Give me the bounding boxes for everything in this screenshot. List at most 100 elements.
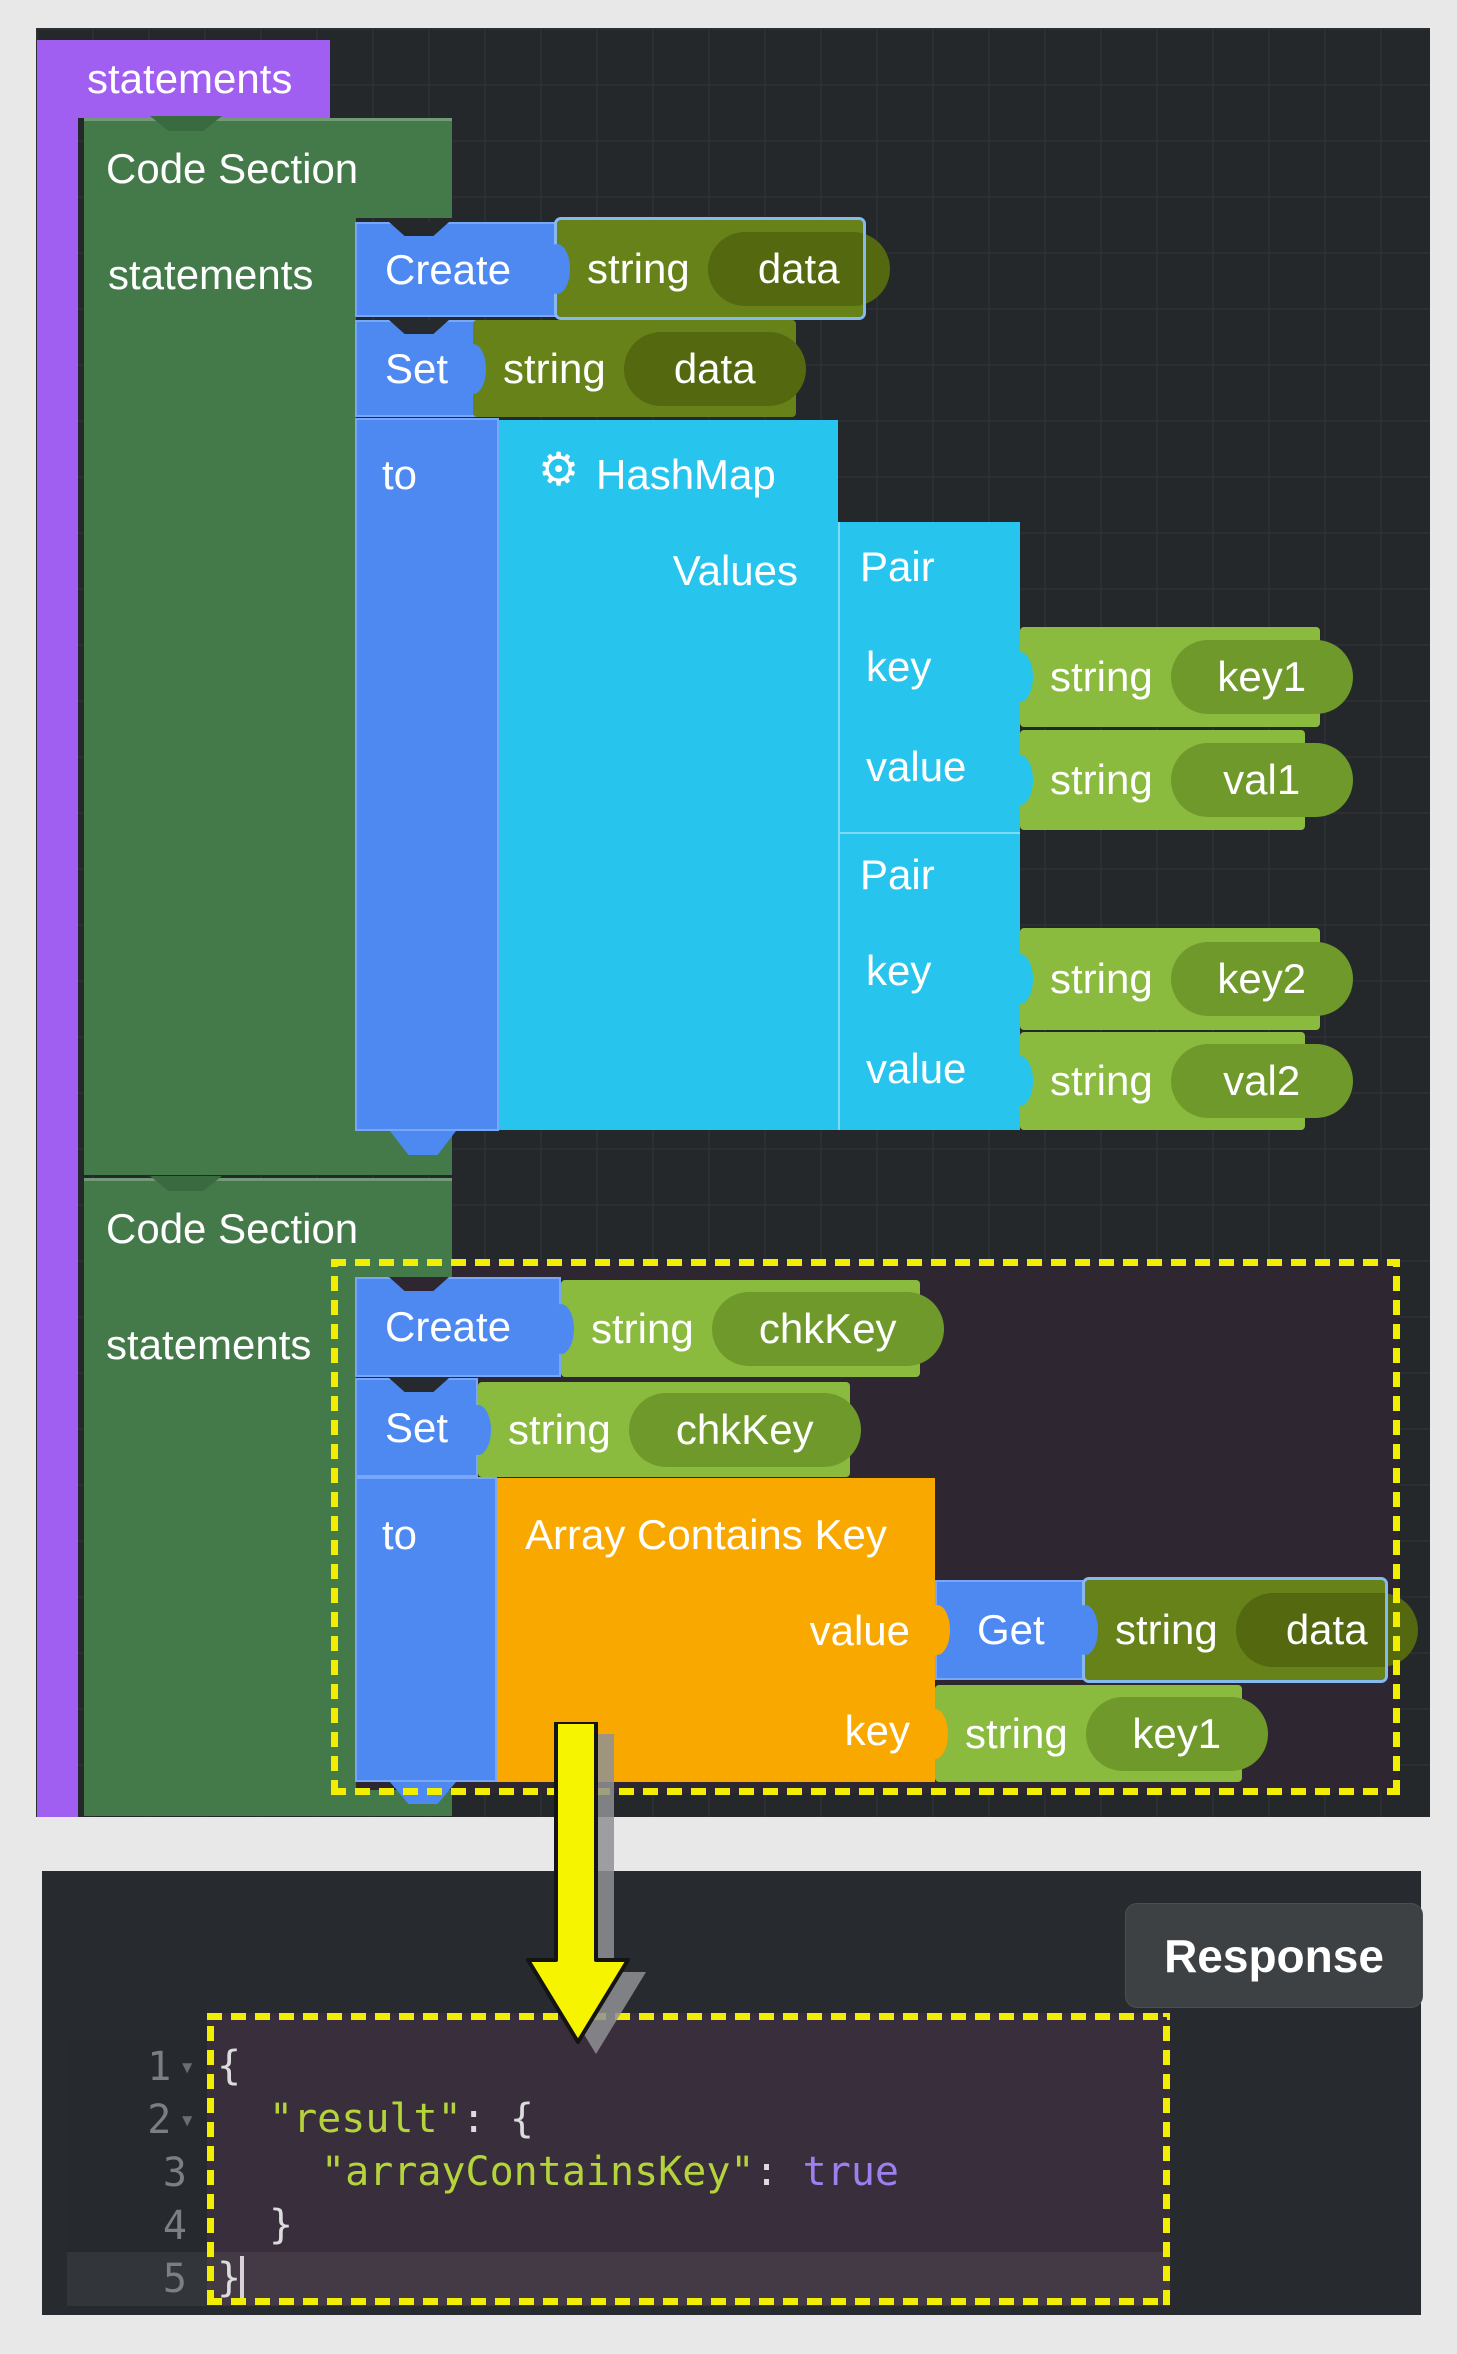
pair-label: Pair [860,543,935,590]
values-label: Values [672,547,798,594]
code-section-1-statements-label: statements [108,251,314,298]
hashmap-block[interactable] [499,420,838,1130]
variable-name-field[interactable]: chkKey [628,1392,861,1467]
input-socket [465,1404,491,1455]
code-section-2-header[interactable] [84,1178,452,1277]
highlight-dashed-border [1393,1259,1400,1795]
code-line: "arrayContainsKey": true [217,2146,899,2199]
code-line: "result": { [217,2093,534,2146]
statement-notch [389,1378,449,1392]
variable-name-field[interactable]: chkKey [711,1291,944,1366]
value-field[interactable]: val2 [1170,1044,1353,1118]
root-statements-label: statements [87,55,293,102]
value-label: value [866,1045,967,1092]
response-tab-label: Response [1164,1929,1384,1982]
value-label: value [866,743,967,790]
highlight-dashed-border [1163,2013,1170,2305]
input-socket [460,343,486,394]
statement-notch [150,116,222,131]
highlight-dashed-border [331,1259,1400,1266]
value-field[interactable]: val1 [1170,743,1353,817]
code-section-2-body[interactable] [84,1277,356,1790]
statement-notch [389,222,449,236]
code-section-2-title: Code Section [106,1205,359,1252]
line-number: 4 [162,2202,187,2249]
type-label: string [587,244,690,292]
set-block-2[interactable]: Set [355,1378,478,1477]
code-section-1-footer[interactable] [84,1131,452,1175]
string-value-block[interactable]: string key1 [922,1685,1268,1782]
type-label: string [508,1405,611,1453]
statement-notch [150,1176,222,1191]
response-tab-button[interactable]: Response [1125,1903,1423,2008]
value-field[interactable]: key2 [1170,942,1353,1016]
string-value-block[interactable]: string val1 [1007,730,1353,830]
array-contains-key-label: Array Contains Key [525,1511,887,1558]
flow-arrow [526,1722,646,2054]
variable-name-field[interactable]: data [1235,1593,1418,1667]
json-punct: } [269,2202,294,2248]
pair-block-1[interactable] [838,522,1020,832]
statement-notch [389,320,449,334]
type-label: string [591,1304,694,1352]
root-statements-block[interactable]: statements [37,40,330,118]
string-variable-block[interactable]: string chkKey [465,1382,861,1477]
json-punct: { [217,2043,242,2089]
value-field[interactable]: key1 [1170,640,1353,714]
string-value-block[interactable]: string key1 [1007,627,1353,727]
gutter-row: 5 [67,2252,207,2305]
string-variable-block[interactable]: string data [544,217,890,320]
highlight-dashed-border [207,2013,1170,2020]
input-socket [1072,1605,1098,1655]
type-label: string [1050,756,1153,803]
variable-name-field[interactable]: data [707,231,890,306]
flow-arrow-body [526,1722,630,2044]
json-bool: true [802,2149,899,2195]
highlight-dashed-border [207,2298,1170,2305]
pair-block-2[interactable] [838,832,1020,1130]
string-value-block[interactable]: string key2 [1007,928,1353,1030]
json-punct: } [217,2255,242,2301]
gutter-row: 4 [67,2199,207,2252]
collapse-arrow-icon[interactable]: ▾ [179,2051,195,2082]
variable-name-field[interactable]: data [623,331,806,406]
input-socket [544,243,570,294]
to-label: to [382,451,418,498]
string-variable-block[interactable]: string data [1072,1577,1418,1683]
to-label: to [382,1511,418,1558]
code-section-1-title: Code Section [106,145,359,192]
line-number: 5 [162,2255,187,2302]
highlight-dashed-border [207,2013,214,2305]
key-label: key [866,947,932,994]
string-value-block[interactable]: string val2 [1007,1032,1353,1130]
hashmap-label: HashMap [596,451,776,498]
json-editor[interactable] [207,2013,1170,2305]
collapse-arrow-icon[interactable]: ▾ [179,2104,195,2135]
highlight-dashed-border [331,1788,1400,1795]
input-socket [922,1708,948,1759]
pair-label: Pair [860,851,935,898]
type-label: string [1050,653,1153,700]
code-line: } [217,2252,241,2305]
to-input-column-2[interactable] [355,1477,497,1782]
create-block-2[interactable]: Create [355,1277,561,1377]
string-variable-block[interactable]: string chkKey [548,1280,944,1377]
input-socket [924,1605,950,1655]
code-section-1-body[interactable] [84,218,356,1131]
set-label: Set [385,1403,449,1451]
key-label: key [844,1707,910,1754]
editor-gutter [67,2040,207,2313]
root-statements-column[interactable] [37,40,78,1817]
gutter-row: 2 ▾ [67,2093,207,2146]
type-label: string [1115,1606,1218,1653]
type-label: string [965,1709,1068,1757]
code-section-1-header[interactable] [84,118,452,218]
gear-icon[interactable]: ⚙ [538,443,580,495]
json-punct: : { [461,2096,534,2142]
to-input-column-1[interactable] [355,418,499,1131]
create-block-1[interactable]: Create [355,222,557,317]
get-block[interactable]: Get [924,1580,1085,1680]
string-variable-block[interactable]: string data [460,320,806,417]
value-field[interactable]: key1 [1085,1696,1268,1771]
